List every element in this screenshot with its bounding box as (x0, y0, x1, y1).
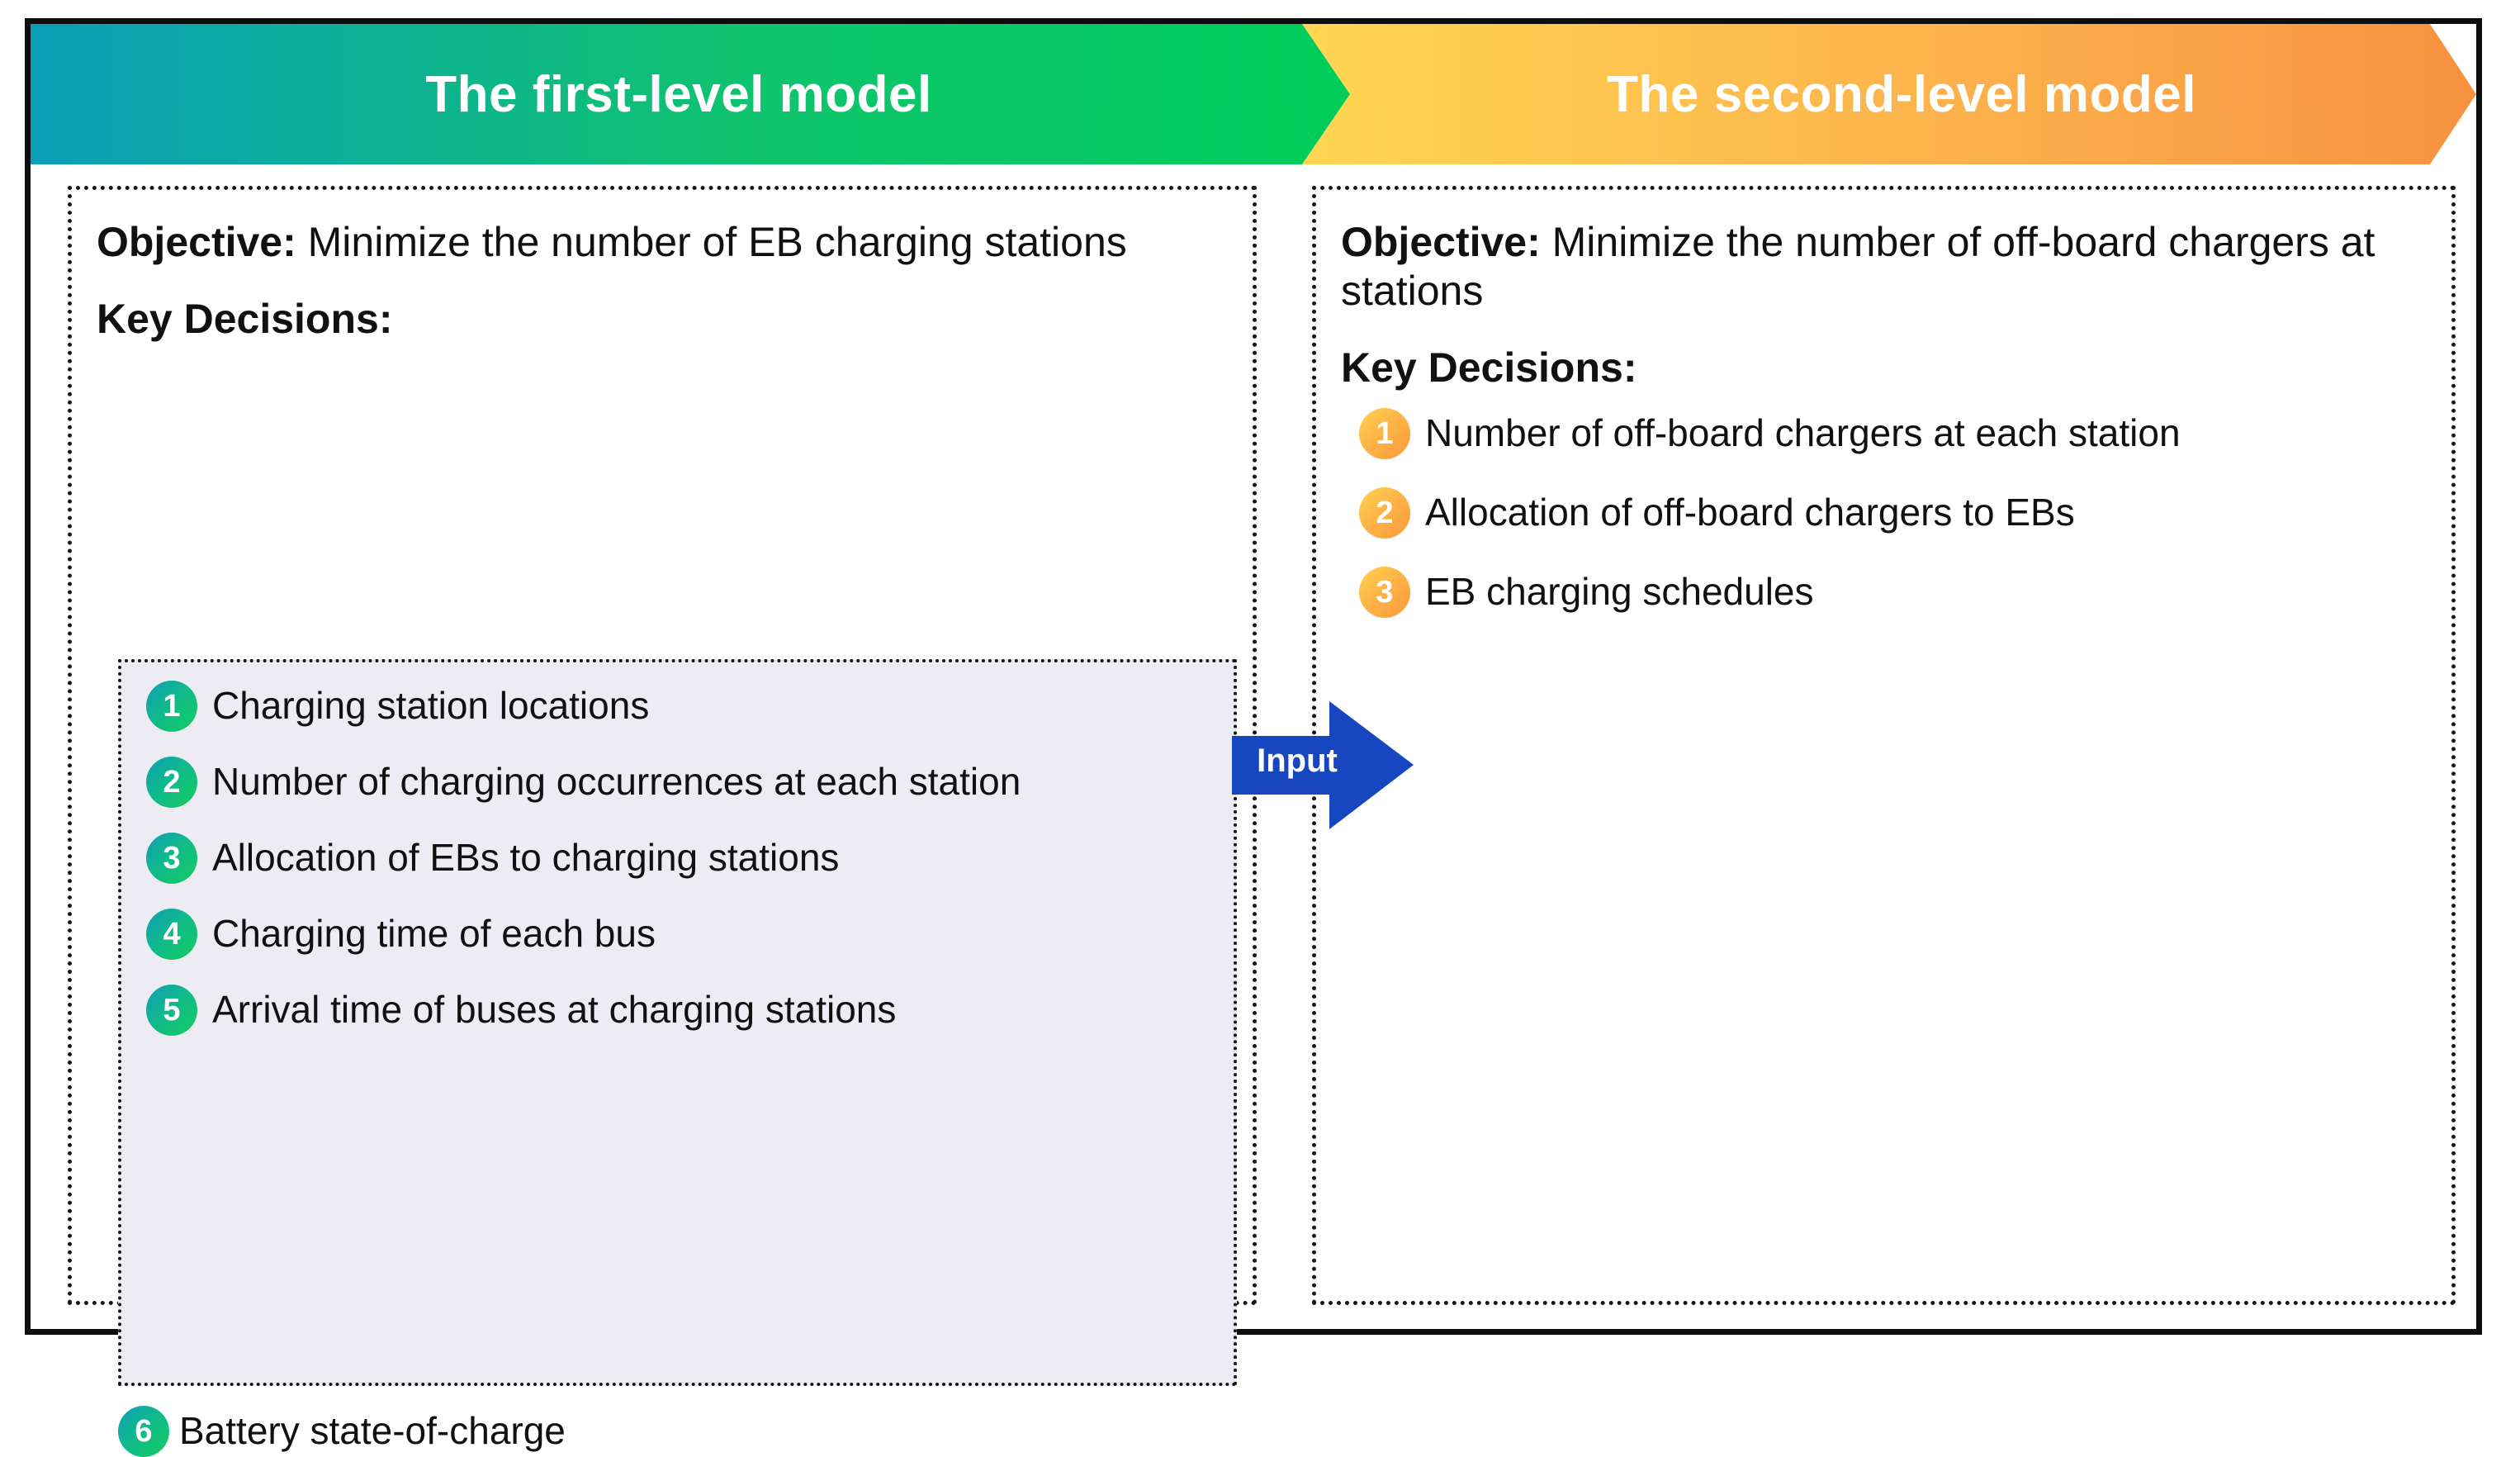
list-item-label: Arrival time of buses at charging statio… (212, 988, 897, 1032)
list-item: 1 Number of off-board chargers at each s… (1359, 408, 2418, 459)
header-banner: The first-level model The second-level m… (31, 24, 2476, 164)
key-decisions-list-left: 1 Charging station locations 2 Number of… (121, 681, 1234, 1036)
badge-number-icon: 2 (1359, 487, 1410, 539)
badge-number-icon: 5 (146, 985, 197, 1036)
objective-left-label: Objective: (97, 219, 296, 265)
banner-title-left: The first-level model (425, 65, 932, 123)
key-decisions-shaded-box-left: 1 Charging station locations 2 Number of… (118, 659, 1237, 1386)
list-item-label: Battery state-of-charge (179, 1409, 566, 1453)
list-item: 5 Arrival time of buses at charging stat… (146, 985, 1217, 1036)
banner-segment-right (1302, 24, 2476, 164)
key-decisions-heading-right: Key Decisions: (1341, 344, 1637, 391)
figure-frame: The first-level model The second-level m… (25, 18, 2482, 1457)
list-item-label: Charging station locations (212, 684, 650, 728)
list-item: 3 Allocation of EBs to charging stations (146, 833, 1217, 884)
panel-right-content: Objective: Minimize the number of off-bo… (1316, 190, 2451, 1301)
list-item-label: Number of charging occurrences at each s… (212, 760, 1021, 804)
list-item: 3 EB charging schedules (1359, 567, 2418, 618)
badge-number-icon: 3 (1359, 567, 1410, 618)
badge-number-icon: 3 (146, 833, 197, 884)
objective-right-label: Objective: (1341, 219, 1541, 265)
list-item: 2 Number of charging occurrences at each… (146, 757, 1217, 808)
banner-title-right: The second-level model (1607, 65, 2196, 123)
objective-right: Objective: Minimize the number of off-bo… (1341, 218, 2427, 316)
input-arrow-label: Input (1257, 743, 1338, 779)
badge-number-icon: 1 (1359, 408, 1410, 459)
key-decisions-heading-left: Key Decisions: (97, 296, 393, 342)
list-item-label: EB charging schedules (1425, 570, 1814, 614)
badge-number-icon: 4 (146, 909, 197, 960)
list-item-label: Charging time of each bus (212, 912, 656, 956)
badge-number-icon: 1 (146, 681, 197, 732)
badge-number-icon: 6 (118, 1406, 169, 1457)
objective-left: Objective: Minimize the number of EB cha… (97, 218, 1228, 267)
list-item: 4 Charging time of each bus (146, 909, 1217, 960)
list-item-label: Allocation of EBs to charging stations (212, 836, 840, 880)
list-item-label: Number of off-board chargers at each sta… (1425, 411, 2181, 455)
panel-first-level-model: Objective: Minimize the number of EB cha… (68, 186, 1257, 1457)
list-item: 2 Allocation of off-board chargers to EB… (1359, 487, 2418, 539)
panel-left-content: Objective: Minimize the number of EB cha… (72, 190, 1253, 1301)
objective-left-text: Minimize the number of EB charging stati… (296, 219, 1127, 265)
badge-number-icon: 2 (146, 757, 197, 808)
list-item: 1 Charging station locations (146, 681, 1217, 732)
input-arrow: Input (1232, 701, 1414, 829)
list-item-label: Allocation of off-board chargers to EBs (1425, 491, 2075, 534)
panel-second-level-model: Objective: Minimize the number of off-bo… (1312, 186, 2456, 1305)
key-decisions-list-right: 1 Number of off-board chargers at each s… (1341, 408, 2427, 618)
arrow-right-icon (1232, 701, 1414, 829)
objective-right-text: Minimize the number of off-board charger… (1341, 219, 2376, 314)
list-item: 6 Battery state-of-charge (118, 1406, 566, 1457)
banner-segment-left (31, 24, 1350, 164)
